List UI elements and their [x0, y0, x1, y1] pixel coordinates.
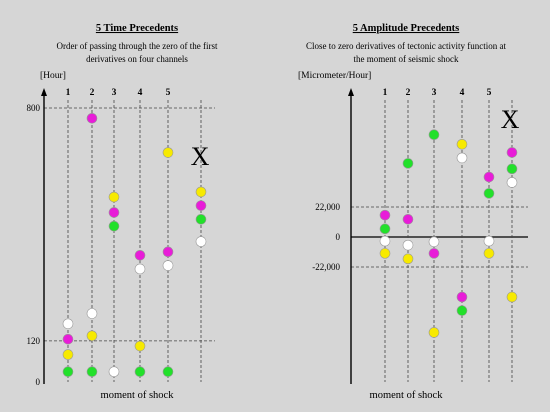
- data-point: [428, 248, 440, 259]
- channel-label: 4: [460, 88, 465, 98]
- data-point: [108, 220, 120, 232]
- y-axis-label: [Micrometer/Hour]: [298, 71, 371, 81]
- x-axis-label: moment of shock: [101, 390, 175, 401]
- data-point: [162, 366, 174, 378]
- channel-label: 3: [112, 88, 117, 98]
- data-point: [456, 305, 468, 316]
- data-point: [162, 260, 174, 271]
- data-point: [483, 171, 495, 183]
- y-tick-label: 0: [336, 232, 341, 242]
- y-tick-label: 800: [27, 103, 41, 113]
- chart-title: 5 Amplitude Precedents: [353, 23, 460, 34]
- chart-title: 5 Time Precedents: [96, 23, 178, 34]
- data-point: [402, 239, 414, 251]
- data-point: [456, 291, 468, 303]
- data-point: [195, 236, 207, 247]
- data-point: [402, 213, 414, 225]
- data-point: [195, 214, 207, 225]
- data-point: [379, 248, 391, 259]
- data-point: [379, 235, 391, 247]
- data-point: [62, 366, 74, 378]
- x-axis-label: moment of shock: [370, 390, 444, 401]
- chart-subtitle: Close to zero derivatives of tectonic ac…: [306, 41, 506, 51]
- channel-label: 2: [90, 88, 95, 98]
- data-point: [456, 138, 468, 150]
- data-point: [428, 129, 440, 141]
- y-tick-label: 22,000: [315, 202, 340, 212]
- y-axis-arrow: [41, 88, 47, 96]
- data-point: [108, 191, 120, 203]
- data-point: [86, 308, 98, 319]
- y-tick-label: 0: [36, 377, 41, 387]
- data-point: [108, 207, 120, 218]
- channel-label: 4: [138, 88, 143, 98]
- data-point: [483, 248, 495, 259]
- data-point: [62, 349, 74, 360]
- data-point: [86, 366, 98, 378]
- data-point: [379, 209, 391, 221]
- data-point: [134, 249, 146, 261]
- y-tick-label: -22,000: [312, 262, 340, 272]
- data-point: [134, 263, 146, 275]
- data-point: [195, 200, 207, 211]
- data-point: [86, 330, 98, 342]
- channel-label: 3: [432, 88, 437, 98]
- data-point: [162, 147, 174, 158]
- data-point: [506, 163, 518, 175]
- chart-subtitle: Order of passing through the zero of the…: [57, 41, 218, 51]
- data-point: [506, 147, 518, 158]
- data-point: [483, 188, 495, 199]
- data-point: [379, 223, 391, 235]
- channel-label: 2: [406, 88, 411, 98]
- data-point: [62, 318, 74, 330]
- x-marker-label: X: [501, 105, 520, 134]
- channel-label: 1: [66, 88, 71, 98]
- y-tick-label: 120: [27, 336, 41, 346]
- data-point: [506, 177, 518, 188]
- data-point: [428, 327, 440, 338]
- data-point: [134, 340, 146, 352]
- y-axis-arrow: [348, 88, 354, 96]
- x-marker-label: X: [191, 142, 210, 171]
- data-point: [134, 366, 146, 378]
- data-point: [402, 158, 414, 169]
- data-point: [428, 236, 440, 248]
- channel-label: 5: [487, 88, 492, 98]
- data-point: [162, 246, 174, 258]
- chart-subtitle: derivatives on four channels: [86, 54, 188, 64]
- data-point: [195, 186, 207, 198]
- data-point: [108, 366, 120, 378]
- data-point: [456, 152, 468, 164]
- channel-label: 5: [166, 88, 171, 98]
- chart-subtitle: the moment of seismic shock: [354, 54, 459, 64]
- data-point: [402, 253, 414, 265]
- data-point: [483, 235, 495, 247]
- data-point: [86, 112, 98, 124]
- y-axis-label: [Hour]: [40, 71, 66, 81]
- data-point: [62, 333, 74, 345]
- channel-label: 1: [383, 88, 388, 98]
- data-point: [506, 291, 518, 303]
